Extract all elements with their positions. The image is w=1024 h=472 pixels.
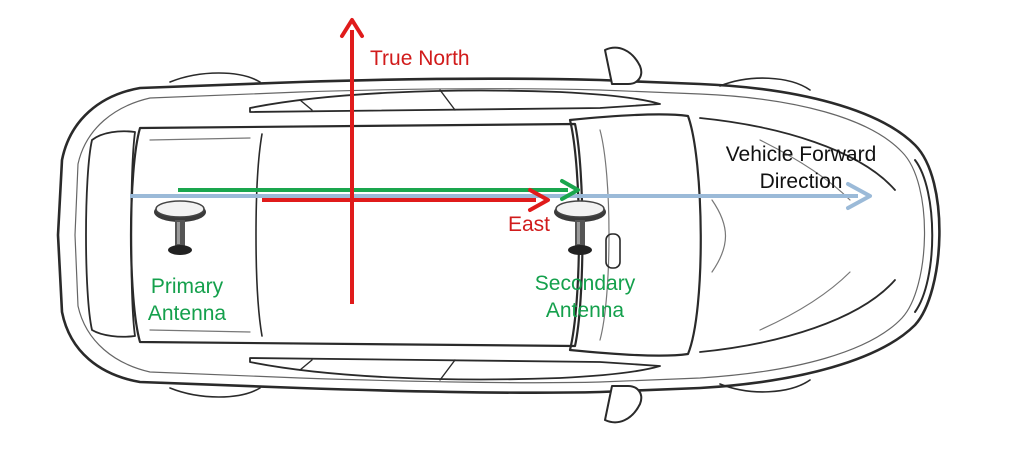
antenna-baseline-arrow (178, 179, 580, 201)
true-north-axis-arrow (340, 18, 364, 304)
east-axis-arrow (262, 188, 550, 212)
vehicle-forward-arrow (130, 182, 872, 210)
secondary-antenna-label-line1: Secondary (534, 272, 636, 295)
primary-antenna-icon (154, 200, 206, 255)
vehicle-forward-label-line2: Direction (759, 170, 843, 193)
primary-antenna-label-line2: Antenna (147, 302, 227, 325)
vehicle-forward-label: Vehicle Forward Direction (718, 141, 884, 195)
car-body-outline (56, 77, 941, 395)
primary-antenna-label: Primary Antenna (132, 273, 242, 327)
secondary-antenna-icon (554, 200, 606, 255)
east-label: East (508, 213, 551, 236)
car-top-view-icon (56, 46, 941, 424)
secondary-antenna-label: Secondary Antenna (520, 270, 650, 324)
secondary-antenna-label-line2: Antenna (545, 299, 625, 322)
vehicle-forward-label-line1: Vehicle Forward (725, 143, 877, 166)
true-north-label: True North (370, 47, 470, 70)
primary-antenna-label-line1: Primary (150, 275, 224, 298)
